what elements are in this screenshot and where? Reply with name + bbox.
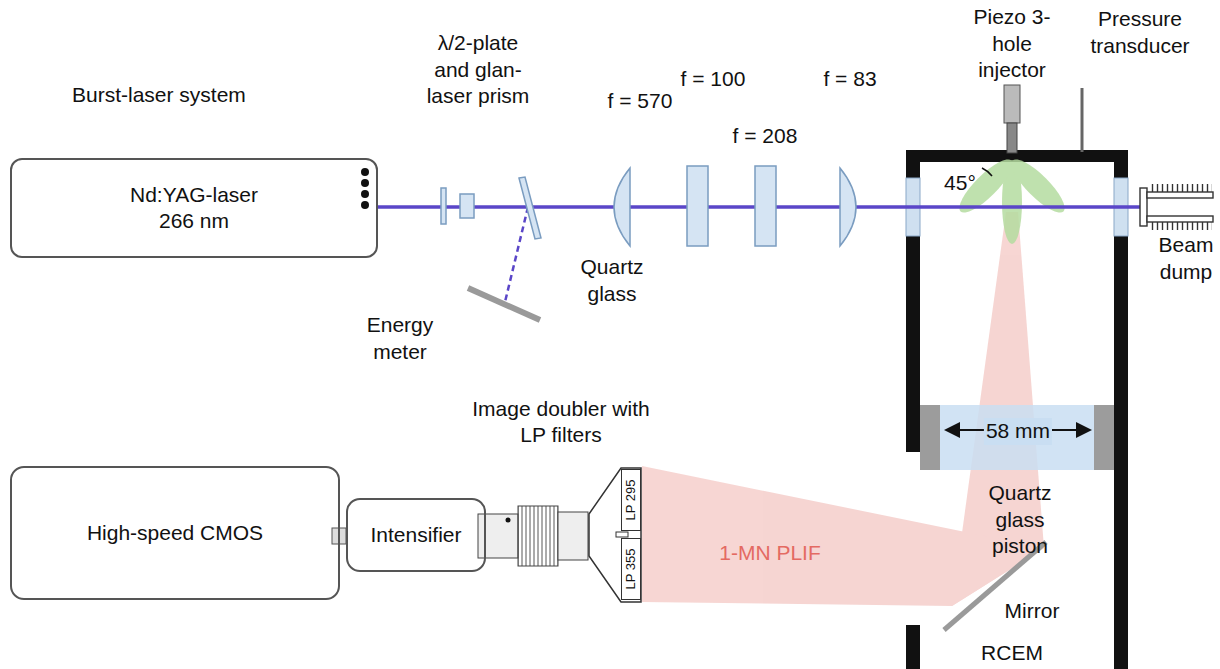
camera-lens: [332, 506, 588, 566]
lp-filter: LP 355: [621, 538, 641, 600]
angle-arc: [982, 168, 992, 176]
focal-length: f = 208: [733, 123, 798, 150]
camera-box: High-speed CMOS: [10, 466, 340, 600]
heading-label: Image doubler with LP filters: [471, 396, 651, 449]
piston-label: Quartz glass piston: [968, 480, 1072, 560]
node-text: LP 355: [623, 549, 639, 590]
optics-label: λ/2-plate and glan-laser prism: [424, 30, 532, 110]
dimension-label: 58 mm: [984, 418, 1052, 445]
node-text: Intensifier: [356, 522, 476, 548]
angle-label: 45°: [944, 170, 976, 197]
heading-label: Burst-laser system: [72, 82, 246, 108]
node-text: High-speed CMOS: [20, 520, 330, 546]
reflected-beam: [505, 207, 528, 302]
rcem-label: RCEM: [981, 640, 1043, 667]
quartz-glass-label: Quartz glass: [570, 254, 654, 307]
mirror-label: Mirror: [1005, 598, 1060, 625]
pressure-transducer: [1081, 88, 1084, 152]
focal-length: f = 83: [823, 66, 876, 93]
node-text: LP 295: [623, 480, 639, 521]
injector: [1004, 85, 1020, 153]
rcem-chamber: [906, 150, 1128, 669]
beam-dump: [1140, 184, 1213, 230]
transducer-label: Pressure transducer: [1088, 6, 1192, 59]
laser-box: Burst-laser systemNd:YAG-laser 266 nm: [10, 158, 378, 258]
energy-meter-label: Energy meter: [352, 312, 448, 365]
image-doubler: Image doubler with LP filtersLP 295LP 35…: [588, 466, 642, 604]
spray-plumes: [953, 153, 1071, 244]
beam-dump-label: Beam dump: [1157, 232, 1215, 285]
injector-label: Piezo 3-hole injector: [972, 4, 1052, 84]
focal-length: f = 100: [681, 66, 746, 93]
optics: [441, 166, 856, 246]
lp-filter: LP 295: [621, 469, 641, 531]
intensifier-box: Intensifier: [346, 498, 486, 572]
focal-length: f = 570: [608, 88, 673, 115]
signal-label: 1-MN PLIF: [719, 540, 821, 567]
energy-meter: [468, 288, 540, 320]
node-text: Nd:YAG-laser 266 nm: [119, 182, 269, 235]
laser-dots: [361, 168, 369, 209]
